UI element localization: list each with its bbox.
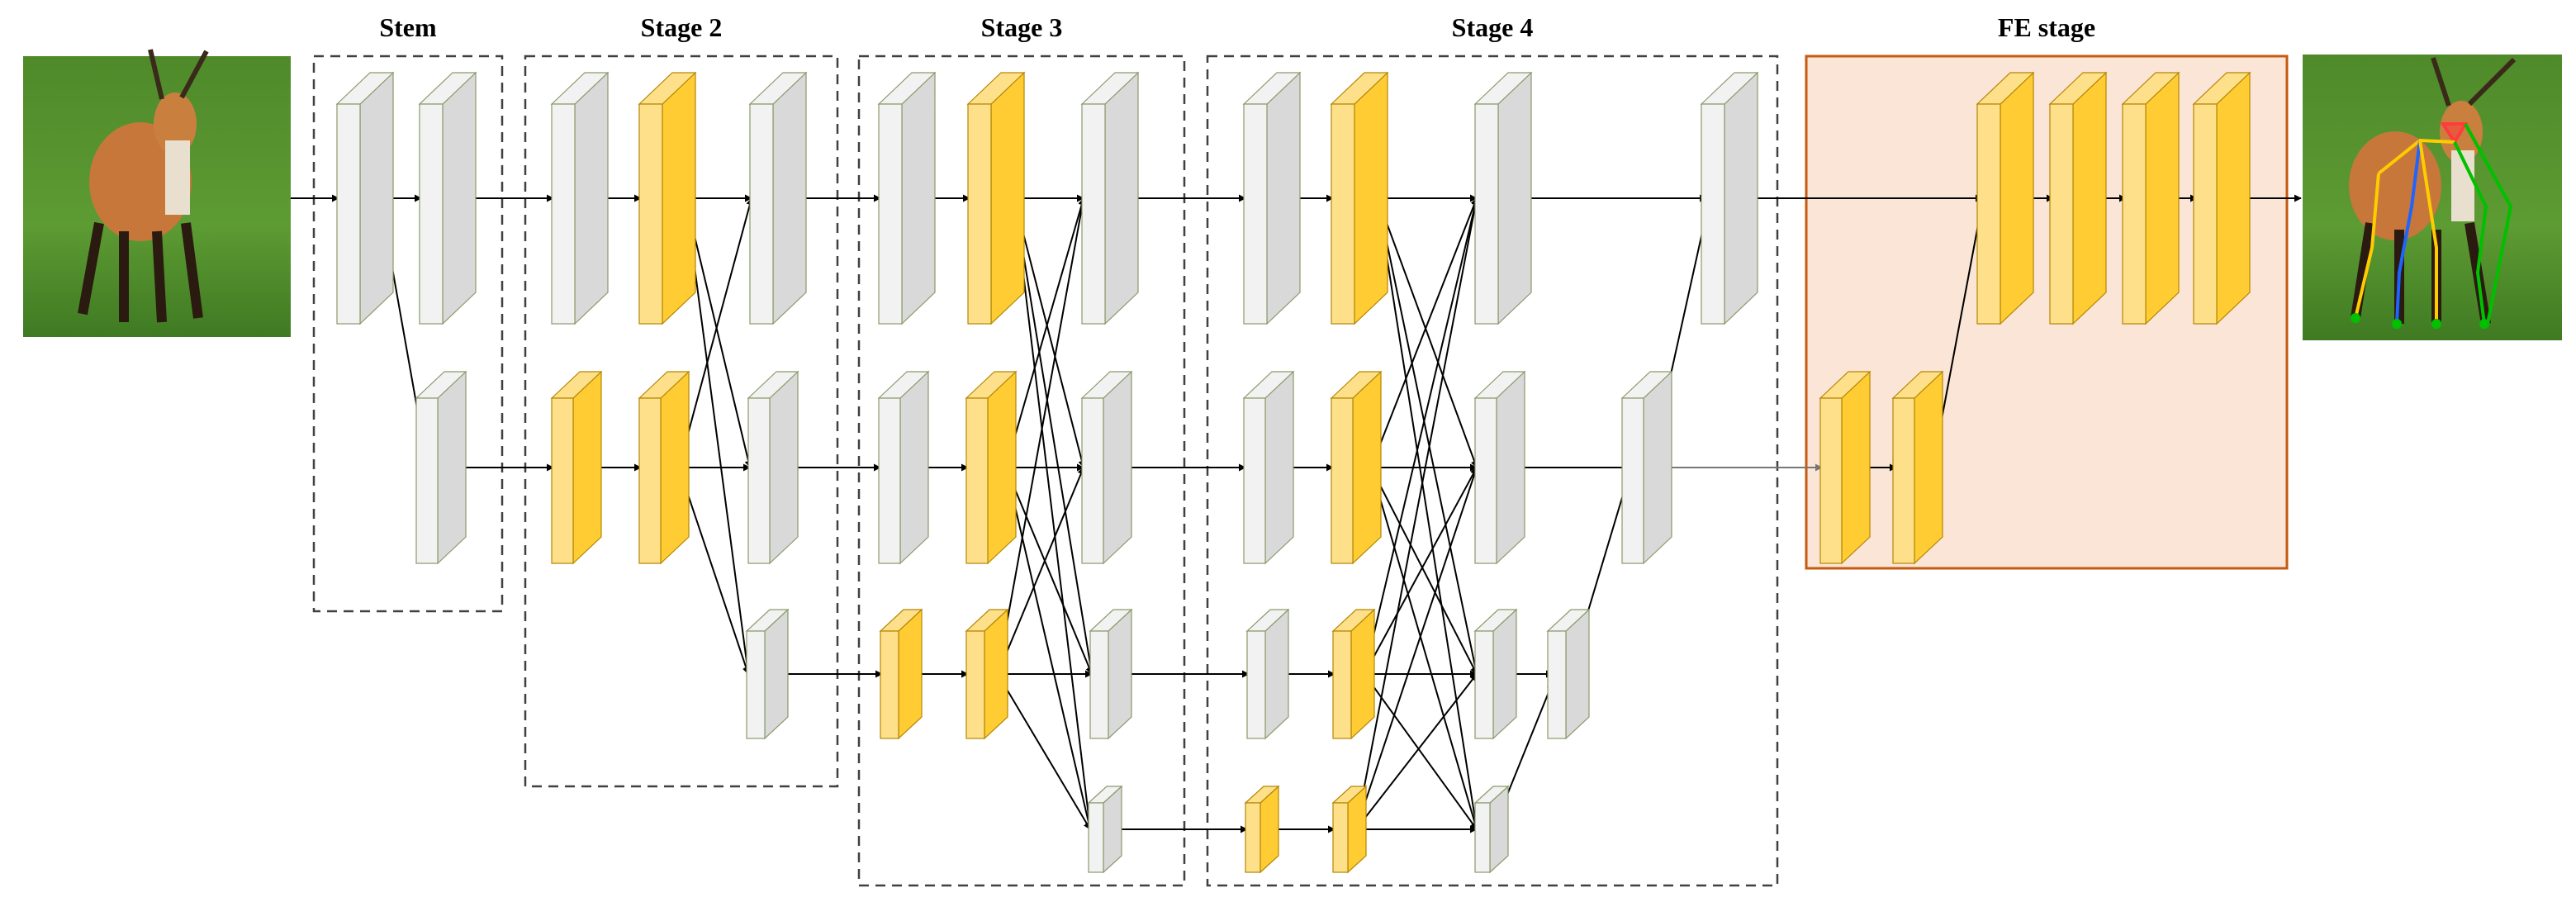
fe-block-4 — [2192, 71, 2251, 325]
fe-stage-title: FE stage — [1998, 12, 2095, 42]
stage3-row1-block-1 — [877, 71, 937, 325]
stage4-title: Stage 4 — [1452, 12, 1534, 42]
exchange-stage3-2-0 — [997, 197, 1086, 675]
exchange-stage3-2-3 — [997, 673, 1091, 830]
exchange-stage2-0-2 — [685, 197, 752, 675]
exchange-stage2-1-2 — [678, 467, 750, 675]
feature-blocks — [335, 71, 2251, 874]
stage2-row2-block-3 — [747, 370, 799, 565]
stage2-row2-block-2 — [638, 370, 690, 565]
stage2-row1-block-2 — [638, 71, 697, 325]
exchange-stage3-1-0 — [1005, 197, 1086, 468]
exchange-stage3-2-1 — [997, 467, 1085, 675]
fe-low-block-1 — [1819, 370, 1872, 565]
stage4-row1-block-1 — [1242, 71, 1302, 325]
stage3-row4-block-1 — [1087, 785, 1123, 874]
stage4-row2-block-3 — [1473, 370, 1526, 565]
exchange-stage4-3-1 — [1355, 467, 1478, 830]
stage3-row1-block-2 — [966, 71, 1026, 325]
stage2-row1-block-3 — [748, 71, 808, 325]
stage4-box — [1206, 55, 1779, 887]
stage3-title: Stage 3 — [981, 12, 1063, 42]
stage2-box — [524, 55, 839, 788]
fe-block-3 — [2121, 71, 2180, 325]
stage4-row3-block-3 — [1473, 608, 1518, 740]
stage4-row1-block-2 — [1330, 71, 1389, 325]
output-photo — [2303, 55, 2562, 340]
exchange-stage3-1-2 — [1005, 467, 1093, 675]
fe-low-block-2 — [1891, 370, 1944, 565]
exchange-stage3-0-3 — [1013, 197, 1093, 830]
stage2-title: Stage 2 — [641, 12, 723, 42]
stage4-row2-block-4 — [1620, 370, 1673, 565]
stage4-row1-block-4 — [1700, 71, 1759, 325]
stem-box — [312, 55, 504, 613]
exchange-stage4-0-1 — [1377, 197, 1478, 468]
exchange-stage4-2-0 — [1364, 197, 1479, 675]
exchange-stage2-0-1 — [685, 197, 752, 468]
exchange-stage2-1-0 — [678, 197, 754, 468]
stage3-row1-block-3 — [1080, 71, 1140, 325]
stage4-row4-block-3 — [1473, 785, 1510, 874]
stage4-row2-block-2 — [1330, 370, 1383, 565]
exchange-stage3-0-1 — [1013, 197, 1086, 468]
exchange-stage4-1-3 — [1370, 467, 1479, 830]
stage4-row3-block-1 — [1245, 608, 1290, 740]
exchange-stage4-1-0 — [1370, 197, 1478, 468]
exchange-stage4-2-1 — [1364, 467, 1478, 675]
stage4-row4-block-2 — [1331, 785, 1368, 874]
connection-arrows — [291, 194, 2302, 833]
exchange-stage3-1-3 — [1005, 467, 1093, 830]
fe-block-2 — [2048, 71, 2108, 325]
pose-skeleton — [2354, 122, 2513, 325]
stage4-row3-block-2 — [1331, 608, 1376, 740]
stem-block-2 — [418, 71, 477, 325]
exchange-stage4-2-3 — [1364, 673, 1478, 830]
stage2-row1-block-1 — [550, 71, 610, 325]
exchange-stage3-0-2 — [1013, 197, 1095, 675]
stage3-row2-block-2 — [965, 370, 1018, 565]
stage3-row2-block-1 — [877, 370, 930, 565]
stem-block-1 — [335, 71, 395, 325]
stage3-row3-block-3 — [1089, 608, 1133, 740]
stage2-row3-block-1 — [745, 608, 790, 740]
stage4-row2-block-1 — [1242, 370, 1295, 565]
stem-title: Stem — [379, 12, 437, 42]
stage4-row1-block-3 — [1473, 71, 1533, 325]
exchange-stage4-0-3 — [1377, 197, 1480, 830]
exchange-stage4-3-2 — [1355, 673, 1478, 830]
stage3-row3-block-1 — [879, 608, 923, 740]
stage4-row4-block-1 — [1244, 785, 1280, 874]
stage3-row2-block-3 — [1080, 370, 1133, 565]
input-photo — [23, 49, 291, 337]
exchange-stage4-0-2 — [1377, 197, 1479, 675]
stage4-row3-block-4 — [1546, 608, 1591, 740]
stage3-row3-block-2 — [965, 608, 1009, 740]
exchange-stage4-1-2 — [1370, 467, 1478, 675]
fe-block-1 — [1976, 71, 2035, 325]
exchange-stage4-3-0 — [1355, 197, 1479, 830]
stem-block-3 — [415, 370, 467, 565]
stage2-row2-block-1 — [550, 370, 603, 565]
